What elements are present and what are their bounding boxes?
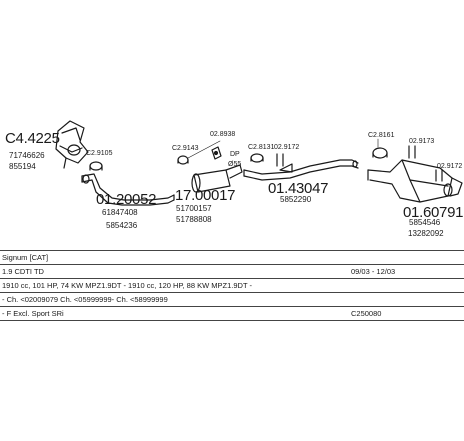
vehicle-info-table: Signum [CAT] 1.9 CDTI TD 09/03 - 12/03 1… bbox=[0, 250, 464, 321]
info-row: Signum [CAT] bbox=[0, 250, 464, 265]
ref-catalyst-1: 71746626 bbox=[9, 151, 45, 160]
clamp-label-mid-1: C2.8131 bbox=[248, 144, 275, 151]
dpf-size: Ø55 bbox=[228, 161, 242, 168]
exhaust-diagram bbox=[55, 120, 463, 206]
dpf-tag: DP bbox=[230, 151, 240, 158]
info-model: Signum [CAT] bbox=[2, 253, 49, 262]
info-row: - Ch. <02009079 Ch. <05999999- Ch. <5899… bbox=[0, 293, 464, 307]
ref-catalyst-2: 855194 bbox=[9, 162, 36, 171]
part-number-rear-silencer: 01.60791 bbox=[403, 204, 464, 221]
mid-clamp-2-icon bbox=[276, 153, 284, 167]
clamp-label-rear-3: 02.9172 bbox=[437, 163, 463, 170]
ref-front-pipe-2: 5854236 bbox=[106, 221, 138, 230]
ref-front-pipe-1: 61847408 bbox=[102, 208, 138, 217]
rear-clamp-2-icon bbox=[408, 145, 416, 159]
info-engine-spec: 1910 cc, 101 HP, 74 KW MPZ1.9DT - 1910 c… bbox=[2, 281, 252, 290]
part-number-middle-pipe: 01.43047 bbox=[268, 180, 329, 197]
rear-silencer-icon bbox=[367, 159, 463, 203]
mid-clamp-1-icon bbox=[250, 153, 264, 163]
ref-rear-silencer-2: 13282092 bbox=[408, 229, 444, 238]
clamp-label-mid-2: 02.9172 bbox=[274, 144, 300, 151]
info-date-range: 09/03 - 12/03 bbox=[351, 267, 396, 276]
clamp-label-rear-2: 02.9173 bbox=[409, 138, 435, 145]
ref-dpf-1: 51700157 bbox=[176, 204, 212, 213]
info-row: 1910 cc, 101 HP, 74 KW MPZ1.9DT - 1910 c… bbox=[0, 279, 464, 293]
rear-clamp-1-icon bbox=[372, 147, 388, 159]
catalytic-converter-icon bbox=[55, 120, 89, 169]
clamp-label-dpf-2: 02.8938 bbox=[210, 131, 236, 138]
front-pipe-icon bbox=[81, 173, 175, 206]
clamp-label-rear-1: C2.8161 bbox=[368, 132, 395, 139]
dpf-filter-icon bbox=[191, 146, 243, 193]
middle-pipe-icon bbox=[243, 159, 359, 181]
rear-clamp-3-icon bbox=[435, 169, 443, 182]
ref-dpf-2: 51788808 bbox=[176, 215, 212, 224]
info-row: 1.9 CDTI TD 09/03 - 12/03 bbox=[0, 265, 464, 279]
ref-rear-silencer-1: 5854546 bbox=[409, 218, 441, 227]
info-row: - F Excl. Sport SRi C250080 bbox=[0, 307, 464, 321]
cat-clamp-icon bbox=[89, 161, 103, 171]
info-code: C250080 bbox=[351, 309, 382, 318]
part-number-catalyst: C4.4225 bbox=[5, 130, 60, 147]
clamp-label-catalyst: C2.9105 bbox=[86, 150, 113, 157]
part-number-front-pipe: 01.20052 bbox=[96, 191, 157, 208]
clamp-label-dpf: C2.9143 bbox=[172, 145, 199, 152]
info-variant: - F Excl. Sport SRi bbox=[2, 309, 64, 318]
dpf-clamp-icon bbox=[177, 155, 189, 165]
info-chassis: - Ch. <02009079 Ch. <05999999- Ch. <5899… bbox=[2, 295, 168, 304]
ref-middle-pipe-1: 5852290 bbox=[280, 195, 312, 204]
part-number-dpf: 17.00017 bbox=[175, 187, 236, 204]
info-engine: 1.9 CDTI TD bbox=[2, 267, 44, 276]
